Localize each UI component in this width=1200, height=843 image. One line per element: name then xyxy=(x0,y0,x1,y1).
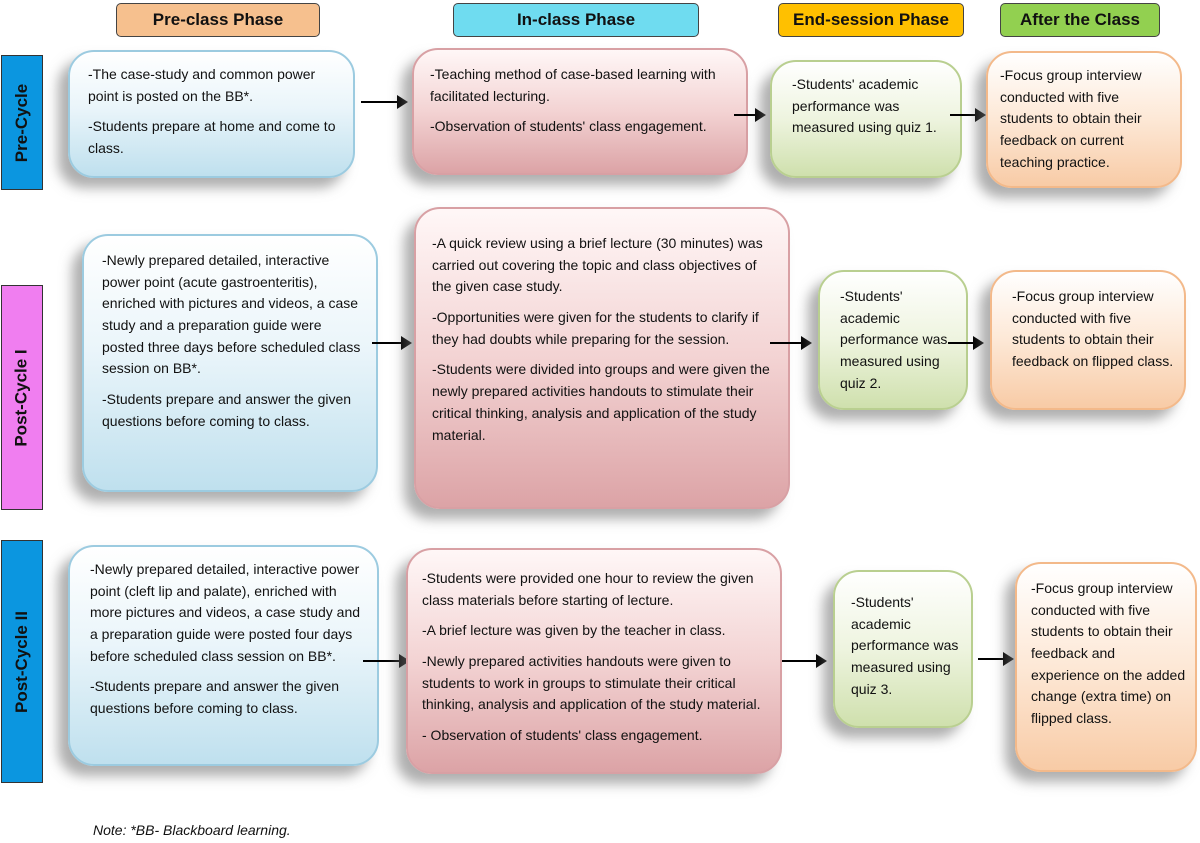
phase-header-end-session: End-session Phase xyxy=(778,3,964,37)
arrow xyxy=(361,95,408,109)
box-text: -Students prepare and answer the given q… xyxy=(102,391,352,429)
box-text: -Students were provided one hour to revi… xyxy=(422,570,754,608)
cycle-label-post-cycle-1: Post-Cycle I xyxy=(1,285,43,510)
box-text: -The case-study and common power point i… xyxy=(88,66,316,104)
box-text: -Focus group interview conducted with fi… xyxy=(1031,580,1186,727)
phase-header-pre-class: Pre-class Phase xyxy=(116,3,320,37)
post-cycle-2-in-class-box: -Students were provided one hour to revi… xyxy=(406,548,782,774)
pre-cycle-in-class-box: -Teaching method of case-based learning … xyxy=(412,48,748,175)
pre-cycle-pre-class-box: -The case-study and common power point i… xyxy=(68,50,355,178)
box-text: -Students' academic performance was meas… xyxy=(851,594,959,697)
arrow xyxy=(948,336,984,350)
post-cycle-2-after-class-box: -Focus group interview conducted with fi… xyxy=(1015,562,1197,772)
box-text: - Observation of students' class engagem… xyxy=(422,727,703,744)
box-text: -Students' academic performance was meas… xyxy=(840,288,948,391)
cycle-label-pre-cycle: Pre-Cycle xyxy=(1,55,43,190)
box-text: -Newly prepared activities handouts were… xyxy=(422,653,761,713)
box-text: -Teaching method of case-based learning … xyxy=(430,66,716,104)
arrow xyxy=(363,654,410,668)
box-text: -Students' academic performance was meas… xyxy=(792,76,937,136)
post-cycle-1-pre-class-box: -Newly prepared detailed, interactive po… xyxy=(82,234,378,492)
phase-header-after-class: After the Class xyxy=(1000,3,1160,37)
arrow xyxy=(770,336,812,350)
box-text: -Opportunities were given for the studen… xyxy=(432,309,759,347)
arrow xyxy=(372,336,412,350)
post-cycle-2-end-session-box: -Students' academic performance was meas… xyxy=(833,570,973,728)
box-text: -A quick review using a brief lecture (3… xyxy=(432,235,763,295)
box-text: -Students prepare and answer the given q… xyxy=(90,678,340,717)
post-cycle-2-pre-class-box: -Newly prepared detailed, interactive po… xyxy=(68,545,379,766)
box-text: -Students prepare at home and come to cl… xyxy=(88,118,336,157)
arrow xyxy=(978,652,1014,666)
pre-cycle-after-class-box: -Focus group interview conducted with fi… xyxy=(986,51,1182,188)
footnote: Note: *BB- Blackboard learning. xyxy=(93,822,291,838)
arrow xyxy=(734,108,766,122)
box-text: -Observation of students' class engageme… xyxy=(430,118,707,135)
box-text: -Newly prepared detailed, interactive po… xyxy=(102,252,361,377)
post-cycle-1-end-session-box: -Students' academic performance was meas… xyxy=(818,270,968,410)
arrow xyxy=(950,108,986,122)
pre-cycle-end-session-box: -Students' academic performance was meas… xyxy=(770,60,962,178)
cycle-label-post-cycle-2: Post-Cycle II xyxy=(1,540,43,783)
phase-header-in-class: In-class Phase xyxy=(453,3,699,37)
arrow xyxy=(782,654,827,668)
post-cycle-1-in-class-box: -A quick review using a brief lecture (3… xyxy=(414,207,790,509)
box-text: -Newly prepared detailed, interactive po… xyxy=(90,561,361,664)
post-cycle-1-after-class-box: -Focus group interview conducted with fi… xyxy=(990,270,1186,410)
box-text: -Students were divided into groups and w… xyxy=(432,361,770,443)
box-text: -A brief lecture was given by the teache… xyxy=(422,622,726,639)
box-text: -Focus group interview conducted with fi… xyxy=(1012,288,1174,370)
box-text: -Focus group interview conducted with fi… xyxy=(1000,67,1142,170)
